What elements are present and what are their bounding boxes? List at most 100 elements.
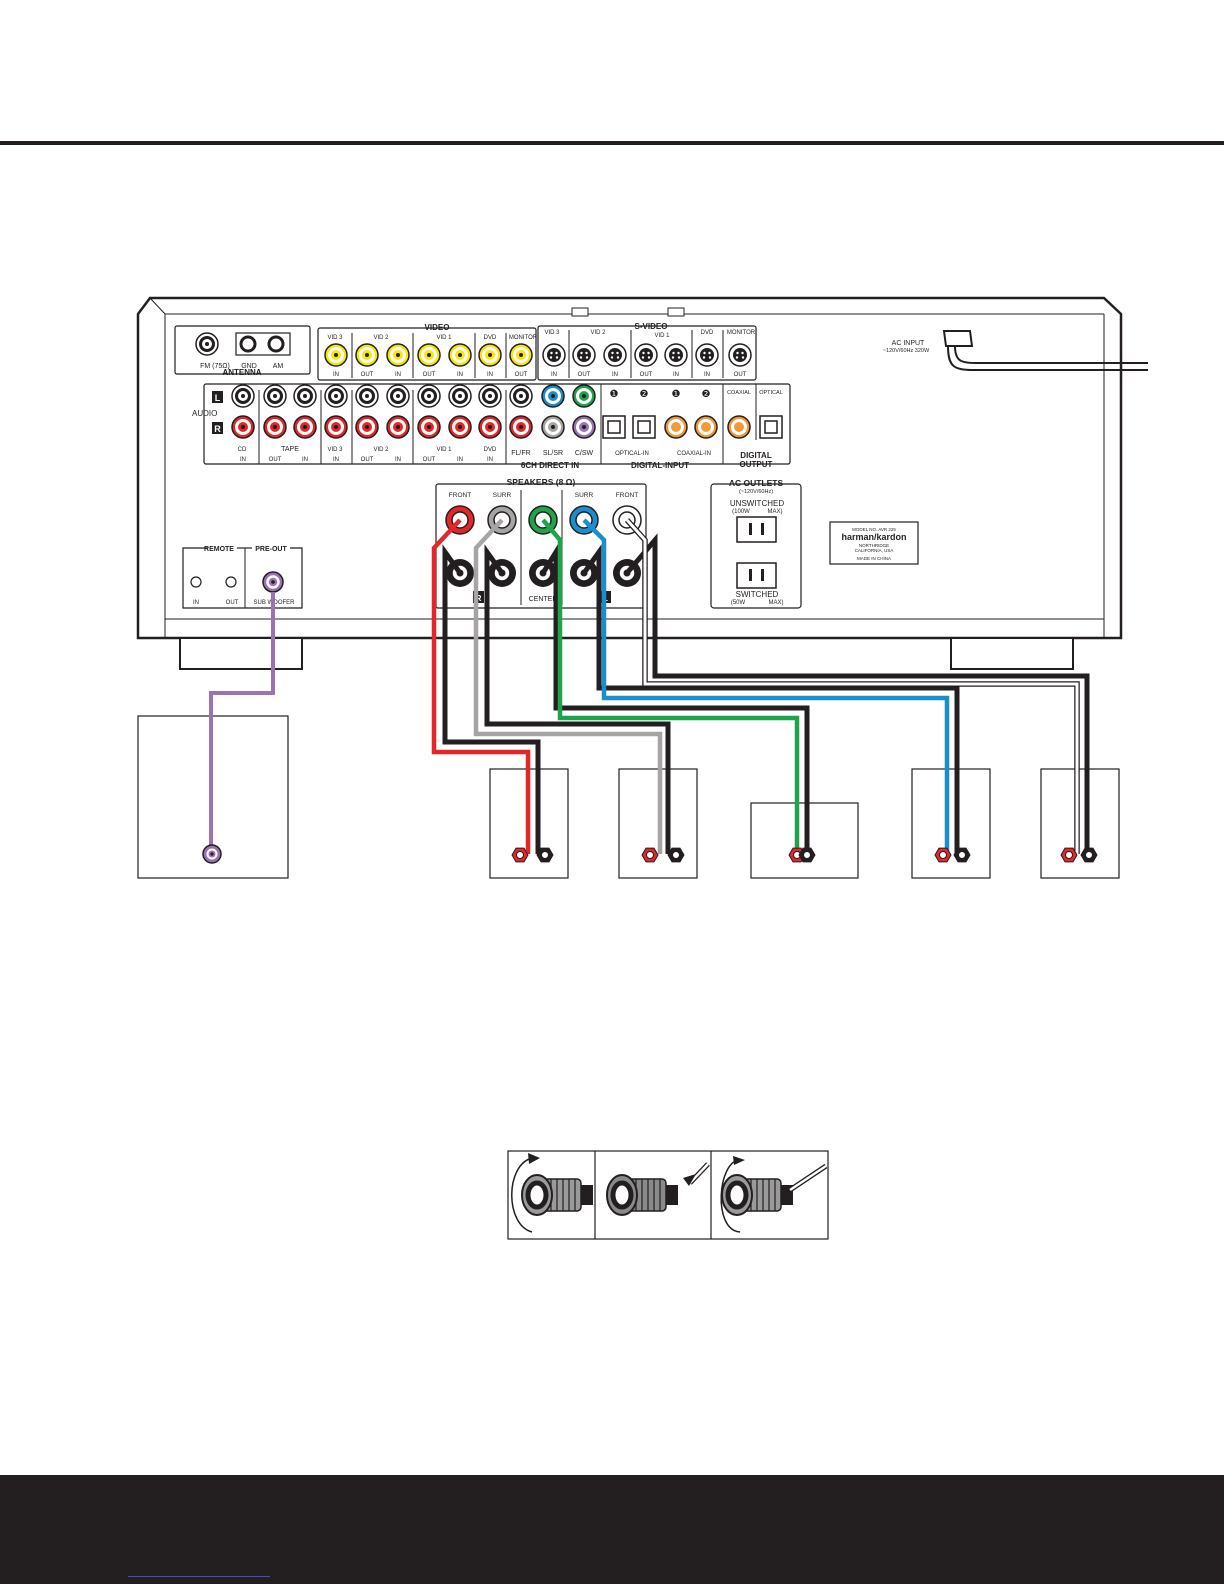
unswitched-outlet[interactable]	[736, 516, 777, 543]
fl-direct-jack[interactable]	[509, 384, 533, 408]
audio-left-jack[interactable]	[324, 384, 348, 408]
right-channel-badge: R	[214, 424, 221, 434]
center-label: CENTER	[529, 596, 558, 603]
speakers-title: SPEAKERS (8 Ω)	[507, 477, 576, 487]
svideo-section: S-VIDEO VID 3 VID 2 VID 1 DVD MONITOR IN…	[537, 322, 757, 381]
switched-outlet[interactable]	[736, 562, 777, 589]
ac-input: AC INPUT ~120V/60Hz 320W	[883, 330, 1148, 371]
fm-antenna-jack[interactable]	[194, 331, 220, 357]
location-line-2: CALIFORNIA, USA	[855, 548, 894, 553]
optical-in-1-port[interactable]	[602, 415, 626, 439]
ac-outlets-title: AC OUTLETS	[729, 478, 784, 488]
svideo-jack[interactable]	[603, 343, 627, 367]
binding-post-steps	[507, 1150, 829, 1240]
audio-right-jack[interactable]	[478, 415, 502, 439]
sr-direct-jack[interactable]	[541, 415, 565, 439]
subwoofer-preout-jack[interactable]	[262, 571, 284, 593]
rotate-counterclockwise-arrow	[511, 1157, 533, 1233]
coaxial-out-jack[interactable]	[727, 415, 751, 439]
subwoofer-cable	[209, 592, 275, 848]
coaxial-in-1-jack[interactable]	[664, 415, 688, 439]
optical-1-number: ❶	[610, 389, 619, 400]
svideo-group-label: VID 3	[544, 330, 560, 336]
io-label: OUT	[578, 372, 591, 378]
surround-left-speaker	[911, 768, 991, 879]
audio-left-jack[interactable]	[417, 384, 441, 408]
audio-right-jack[interactable]	[355, 415, 379, 439]
audio-group-label: TAPE	[281, 446, 299, 453]
svideo-jack[interactable]	[728, 343, 752, 367]
video-jack[interactable]	[386, 343, 410, 367]
footer-link[interactable]	[128, 1576, 270, 1577]
coaxial-1-number: ❶	[672, 389, 681, 400]
coaxial-in-label: COAXIAL-IN	[677, 451, 711, 457]
c-direct-jack[interactable]	[572, 384, 596, 408]
video-jack[interactable]	[478, 343, 502, 367]
coaxial-2-number: ❷	[702, 389, 711, 400]
remote-out-label: OUT	[226, 600, 239, 606]
io-label: OUT	[734, 372, 747, 378]
io-label: IN	[395, 457, 401, 463]
remote-out-jack[interactable]	[225, 576, 237, 588]
video-jack[interactable]	[417, 343, 441, 367]
coaxial-in-2-jack[interactable]	[694, 415, 718, 439]
io-label: OUT	[269, 457, 282, 463]
sw-direct-jack[interactable]	[572, 415, 596, 439]
audio-right-jack[interactable]	[324, 415, 348, 439]
audio-group-label: DVD	[484, 447, 497, 453]
io-label: IN	[333, 457, 339, 463]
svideo-jack[interactable]	[695, 343, 719, 367]
optical-out-port[interactable]	[759, 415, 783, 439]
video-jack[interactable]	[355, 343, 379, 367]
audio-right-jack[interactable]	[417, 415, 441, 439]
audio-right-jack[interactable]	[293, 415, 317, 439]
io-label: IN	[395, 372, 401, 378]
model-label-plate: MODEL NO. AVR 225 harman/kardon NORTHRID…	[829, 521, 919, 565]
video-jack[interactable]	[509, 343, 533, 367]
io-label: IN	[704, 372, 710, 378]
audio-left-jack[interactable]	[478, 384, 502, 408]
sl-direct-jack[interactable]	[541, 384, 565, 408]
audio-left-jack[interactable]	[293, 384, 317, 408]
audio-group-label: CD	[238, 447, 247, 453]
speaker-positive-terminal	[511, 847, 529, 863]
ac-input-spec: ~120V/60Hz 320W	[883, 348, 930, 354]
speaker-negative-terminal	[1080, 847, 1098, 863]
svideo-jack[interactable]	[542, 343, 566, 367]
insert-arrow	[683, 1174, 696, 1186]
fr-direct-jack[interactable]	[509, 415, 533, 439]
audio-right-jack[interactable]	[231, 415, 255, 439]
front-right-negative-wire	[442, 544, 541, 854]
audio-left-jack[interactable]	[355, 384, 379, 408]
ac-outlets-spec: (~120V/60Hz)	[739, 489, 773, 495]
antenna-section: FM (75Ω) GND AM ANTENNA	[174, 325, 311, 377]
sl-sr-label: SL/SR	[543, 450, 563, 457]
audio-left-jack[interactable]	[231, 384, 255, 408]
audio-left-jack[interactable]	[448, 384, 472, 408]
center-positive-wire	[541, 518, 800, 854]
video-jack[interactable]	[324, 343, 348, 367]
audio-right-jack[interactable]	[448, 415, 472, 439]
io-label: OUT	[423, 457, 436, 463]
svideo-jack[interactable]	[634, 343, 658, 367]
svideo-group-label: VID 2	[590, 330, 606, 336]
remote-in-jack[interactable]	[190, 576, 202, 588]
video-jack[interactable]	[448, 343, 472, 367]
speaker-negative-terminal	[667, 847, 685, 863]
speaker-positive-terminal	[934, 847, 952, 863]
audio-left-jack[interactable]	[386, 384, 410, 408]
front-left-speaker	[1040, 768, 1120, 879]
svideo-jack[interactable]	[572, 343, 596, 367]
digital-output-title-l1: DIGITAL	[740, 451, 772, 460]
am-terminal[interactable]	[267, 335, 285, 353]
audio-right-jack[interactable]	[386, 415, 410, 439]
optical-in-2-port[interactable]	[632, 415, 656, 439]
video-group-label: DVD	[484, 335, 497, 341]
digital-output-title-l2: OUTPUT	[740, 460, 773, 469]
gnd-terminal[interactable]	[239, 335, 257, 353]
front-right-label: FRONT	[449, 492, 471, 499]
svideo-jack[interactable]	[664, 343, 688, 367]
audio-left-jack[interactable]	[263, 384, 287, 408]
audio-right-jack[interactable]	[263, 415, 287, 439]
